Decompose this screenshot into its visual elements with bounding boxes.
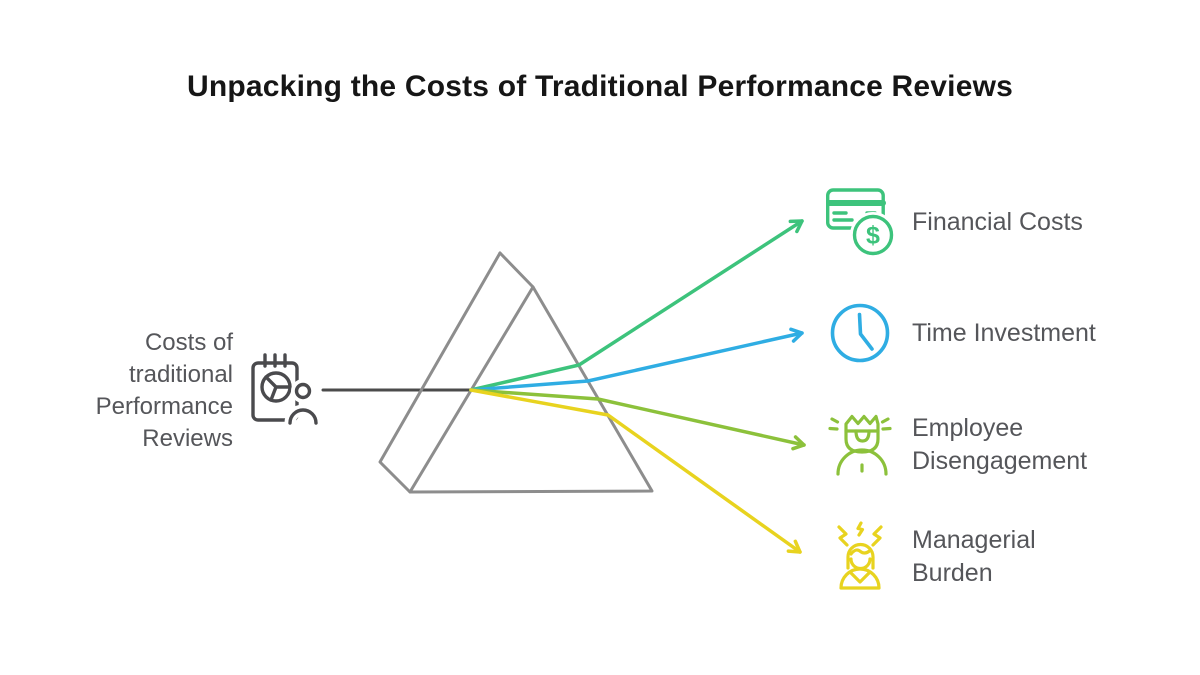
manager-torso [839,567,881,590]
financial-costs-icon-cell: $ [824,186,896,258]
employee-group [828,414,892,476]
source-label-line: Costs of [144,329,233,356]
clock-group [830,303,890,363]
employee-face-detail [854,429,871,443]
notepad-rings [263,353,287,368]
credit-card-dollar-icon: $ [826,188,894,256]
ray-employee-disengagement [469,388,806,451]
manager-chin [849,557,872,571]
employee-disengagement-icon-cell [824,409,896,481]
ray-managerial-burden [469,388,802,554]
manager-hair [846,542,875,570]
prism-top-edge [498,251,535,289]
person-head [294,382,312,400]
manager-stress-bolt-middle [856,521,865,537]
source-label-line: Reviews [142,425,233,452]
output-label-financial-costs: Financial Costs [912,207,1083,236]
source-label-line: traditional [128,361,233,388]
managerial-burden-icon-cell [824,521,896,593]
output-row-employee-disengagement: Employee Disengagement [824,409,1122,481]
clock-icon [830,303,890,363]
employee-head-crown [844,414,880,454]
clock-hands [857,312,874,351]
manager-stress-bolt-left [837,525,849,547]
manager-group [837,521,883,590]
output-label-time-investment: Time Investment [912,318,1096,347]
output-label-managerial-burden: Managerial Burden [912,526,1036,587]
source-label-line: Performance [95,393,233,420]
pie-chart-slices [264,375,292,402]
dollar-sign-group: $ [866,222,880,250]
manager-stress-bolt-right [871,525,883,547]
disengaged-employee-icon [828,414,892,476]
manager-fringe [849,548,872,556]
output-row-time-investment: Time Investment [824,297,1096,369]
time-investment-icon-cell [824,297,896,369]
clock-face [830,303,890,363]
coin-circle [852,214,894,256]
person-shoulders [288,408,318,425]
output-row-financial-costs: $ Financial Costs [824,186,1083,258]
employee-shoulders [836,448,888,476]
ray-time-investment [469,327,804,392]
output-label-employee-disengagement: Employee Disengagement [912,414,1088,475]
employee-stress-dashes-right [880,417,892,431]
stressed-manager-icon [837,521,883,590]
manager-collar [849,571,871,584]
source-label: Costs of traditional Performance Reviews [13,327,233,455]
prism-back-face [378,251,502,494]
output-row-managerial-burden: Managerial Burden [824,521,1122,593]
prism-shape [378,251,654,494]
employee-stress-dashes-left [828,417,840,431]
credit-card-group: $ [826,188,894,256]
report-with-person-icon [251,353,322,428]
dollar-sign: $ [866,222,880,250]
page-title: Unpacking the Costs of Traditional Perfo… [187,70,1013,103]
ray-financial-costs [469,219,804,392]
report-icon-group [251,353,322,428]
